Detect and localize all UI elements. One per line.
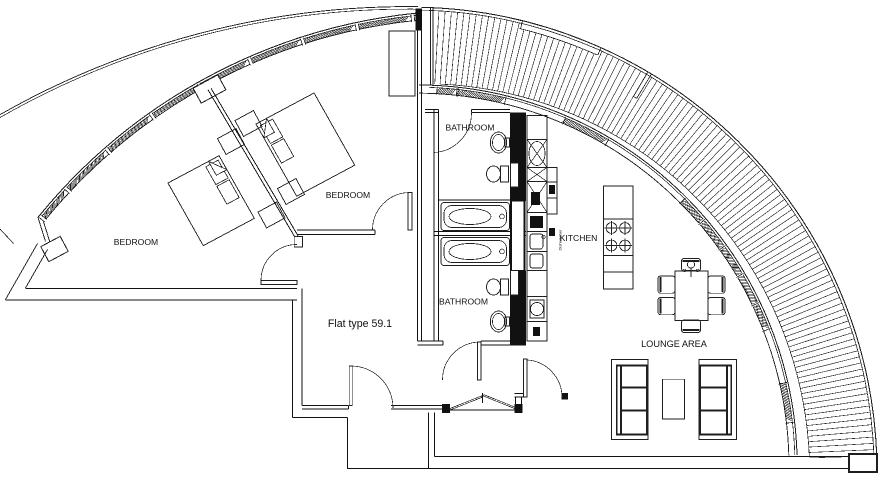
svg-text:KITCHEN: KITCHEN xyxy=(560,233,598,243)
svg-text:Dishwasher: Dishwasher xyxy=(558,229,563,251)
svg-text:BATHROOM: BATHROOM xyxy=(445,123,494,133)
svg-text:Flat type 59.1: Flat type 59.1 xyxy=(328,318,392,330)
svg-text:LOUNGE AREA: LOUNGE AREA xyxy=(641,339,708,349)
svg-text:BEDROOM: BEDROOM xyxy=(114,237,158,247)
svg-text:BATHROOM: BATHROOM xyxy=(439,297,488,307)
svg-text:BEDROOM: BEDROOM xyxy=(326,190,370,200)
